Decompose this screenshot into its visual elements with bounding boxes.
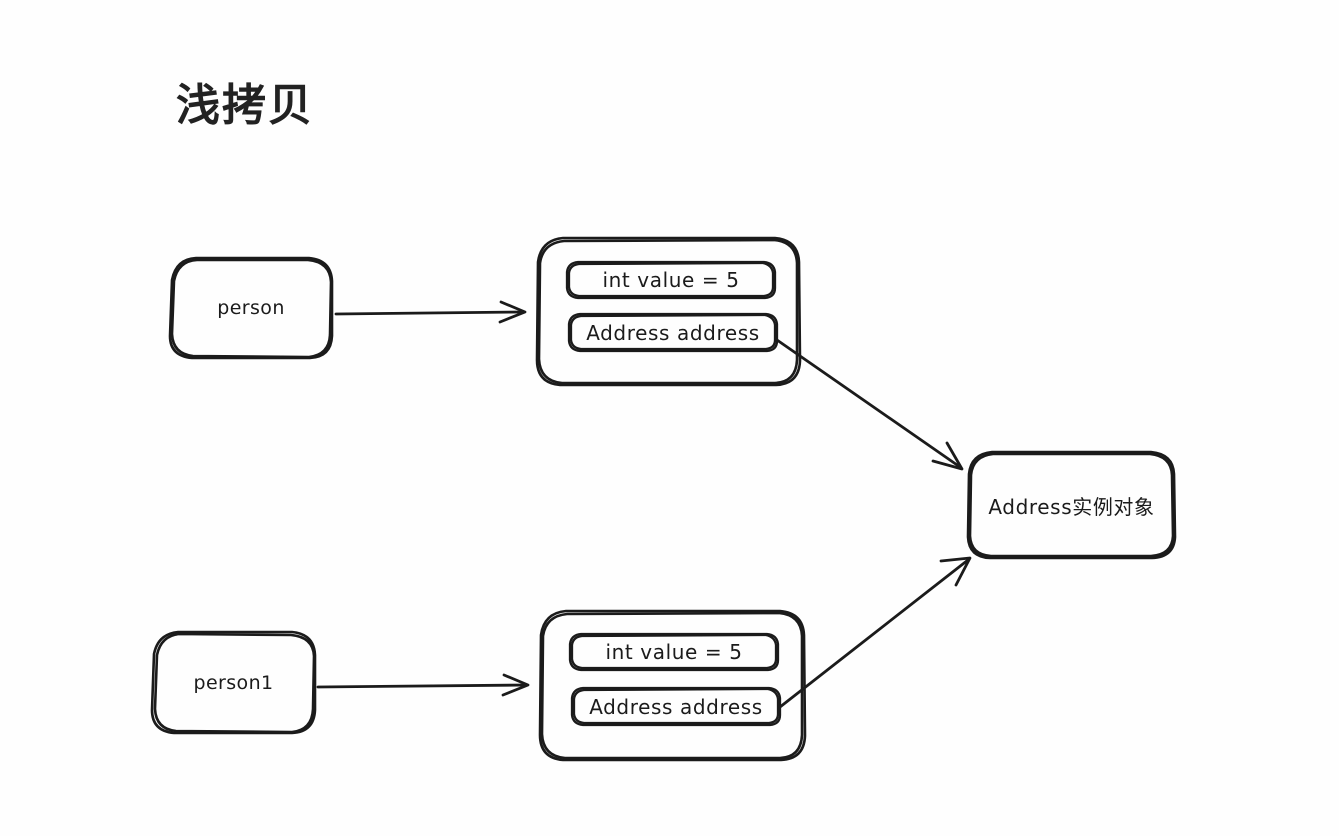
person1-object-field-address-outline xyxy=(570,686,782,727)
arrow-object1-address-to-address-instance xyxy=(778,556,972,709)
person-object-field-address-outline xyxy=(567,312,779,353)
arrow-object-address-to-address-instance xyxy=(775,338,964,471)
person1-object-outer-outline xyxy=(538,609,807,762)
arrow-person1-to-object xyxy=(316,673,530,697)
person-object-outer-outline xyxy=(535,236,802,387)
person1-object-field-value-outline xyxy=(568,632,780,672)
person1-box-outline xyxy=(150,630,317,735)
arrow-person-to-object xyxy=(334,300,527,324)
person-object-field-value-outline xyxy=(565,260,777,300)
person-box-outline xyxy=(168,256,334,360)
address-instance-box-outline xyxy=(966,450,1177,560)
